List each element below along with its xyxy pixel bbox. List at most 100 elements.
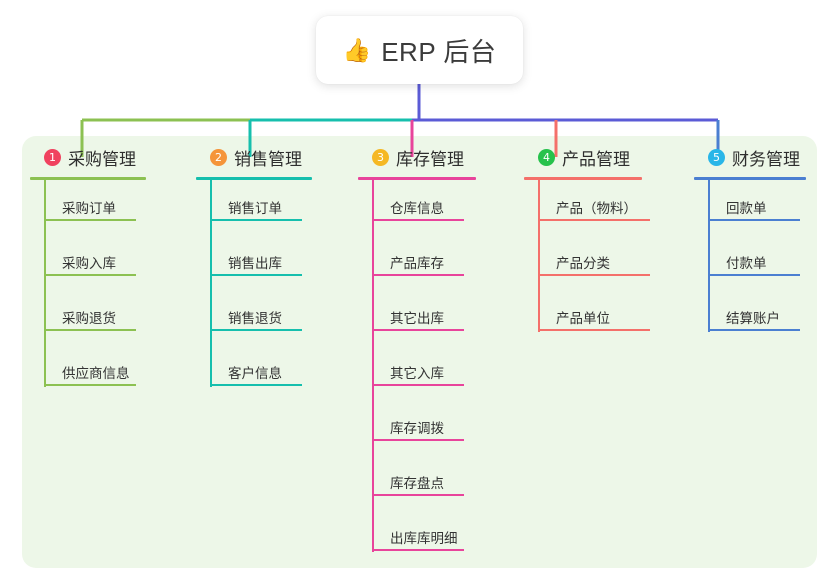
leaf-label: 客户信息: [228, 366, 282, 381]
thumbs-up-icon: 👍: [342, 36, 372, 63]
leaf-item[interactable]: 产品单位: [538, 290, 650, 345]
leaf-item[interactable]: 其它出库: [372, 290, 476, 345]
column-1: 1 采购管理采购订单采购入库采购退货供应商信息: [30, 144, 146, 400]
leaf-label: 库存调拨: [390, 421, 444, 436]
column-header-3[interactable]: 3 库存管理: [358, 144, 476, 170]
column-5: 5 财务管理回款单付款单结算账户: [694, 144, 806, 345]
leaf-item[interactable]: 库存调拨: [372, 400, 476, 455]
column-underline: [358, 177, 476, 180]
column-badge-icon: 4: [538, 148, 555, 166]
column-4: 4 产品管理产品（物料） 产品分类产品单位: [524, 144, 650, 345]
leaf-item[interactable]: 采购入库: [44, 235, 146, 290]
leaf-label: 其它出库: [390, 311, 444, 326]
leaf-label: 采购订单: [62, 201, 116, 216]
column-title: 库存管理: [396, 149, 464, 169]
leaf-spine: [44, 180, 46, 387]
column-badge-icon: 3: [372, 148, 389, 166]
leaf-underline: [372, 274, 464, 276]
leaf-underline: [210, 274, 302, 276]
leaf-item[interactable]: 库存盘点: [372, 455, 476, 510]
leaf-label: 产品（物料）: [556, 201, 637, 216]
column-header-2[interactable]: 2 销售管理: [196, 144, 312, 170]
leaf-label: 产品分类: [556, 256, 610, 271]
column-badge-icon: 2: [210, 148, 227, 166]
leaf-item[interactable]: 客户信息: [210, 345, 312, 400]
column-header-1[interactable]: 1 采购管理: [30, 144, 146, 170]
column-3: 3 库存管理仓库信息产品库存其它出库其它入库库存调拨库存盘点出库库明细: [358, 144, 476, 565]
leaf-label: 销售出库: [228, 256, 282, 271]
leaf-item[interactable]: 供应商信息: [44, 345, 146, 400]
leaf-underline: [708, 329, 800, 331]
leaf-item[interactable]: 采购订单: [44, 180, 146, 235]
leaf-item[interactable]: 产品库存: [372, 235, 476, 290]
leaf-underline: [44, 219, 136, 221]
column-header-5[interactable]: 5 财务管理: [694, 144, 806, 170]
leaf-underline: [708, 219, 800, 221]
root-node-card[interactable]: 👍 ERP 后台: [316, 16, 523, 84]
leaf-underline: [538, 274, 650, 276]
leaf-item[interactable]: 其它入库: [372, 345, 476, 400]
leaf-list: 采购订单采购入库采购退货供应商信息: [30, 180, 146, 400]
leaf-spine: [372, 180, 374, 552]
column-title: 财务管理: [732, 149, 800, 169]
leaf-underline: [372, 494, 464, 496]
leaf-item[interactable]: 付款单: [708, 235, 806, 290]
leaf-underline: [44, 274, 136, 276]
leaf-underline: [372, 384, 464, 386]
column-title: 采购管理: [68, 149, 136, 169]
root-title: ERP 后台: [381, 36, 497, 67]
leaf-label: 其它入库: [390, 366, 444, 381]
leaf-label: 供应商信息: [62, 366, 130, 381]
column-header-4[interactable]: 4 产品管理: [524, 144, 642, 170]
column-title: 产品管理: [562, 149, 630, 169]
column-underline: [694, 177, 806, 180]
leaf-spine: [708, 180, 710, 332]
leaf-label: 付款单: [726, 256, 767, 271]
leaf-underline: [210, 329, 302, 331]
leaf-label: 库存盘点: [390, 476, 444, 491]
leaf-item[interactable]: 销售出库: [210, 235, 312, 290]
leaf-item[interactable]: 结算账户: [708, 290, 806, 345]
leaf-spine: [210, 180, 212, 387]
column-badge-icon: 5: [708, 148, 725, 166]
leaf-spine: [538, 180, 540, 332]
leaf-underline: [538, 329, 650, 331]
leaf-list: 回款单付款单结算账户: [694, 180, 806, 345]
leaf-item[interactable]: 回款单: [708, 180, 806, 235]
leaf-item[interactable]: 采购退货: [44, 290, 146, 345]
leaf-underline: [210, 384, 302, 386]
leaf-list: 仓库信息产品库存其它出库其它入库库存调拨库存盘点出库库明细: [358, 180, 476, 565]
leaf-item[interactable]: 销售退货: [210, 290, 312, 345]
leaf-label: 结算账户: [726, 311, 780, 326]
leaf-item[interactable]: 出库库明细: [372, 510, 476, 565]
leaf-label: 回款单: [726, 201, 767, 216]
column-underline: [30, 177, 146, 180]
leaf-underline: [708, 274, 800, 276]
leaf-label: 仓库信息: [390, 201, 444, 216]
leaf-underline: [372, 219, 464, 221]
leaf-item[interactable]: 仓库信息: [372, 180, 476, 235]
leaf-item[interactable]: 产品分类: [538, 235, 650, 290]
leaf-underline: [372, 549, 464, 551]
column-underline: [524, 177, 642, 180]
leaf-label: 销售订单: [228, 201, 282, 216]
leaf-label: 产品库存: [390, 256, 444, 271]
leaf-label: 采购入库: [62, 256, 116, 271]
leaf-underline: [372, 329, 464, 331]
column-badge-icon: 1: [44, 148, 61, 166]
leaf-underline: [210, 219, 302, 221]
leaf-item[interactable]: 产品（物料）: [538, 180, 650, 235]
leaf-list: 产品（物料） 产品分类产品单位: [524, 180, 650, 345]
diagram-panel: [22, 136, 817, 568]
leaf-label: 出库库明细: [390, 531, 458, 546]
leaf-underline: [44, 329, 136, 331]
column-underline: [196, 177, 312, 180]
leaf-label: 产品单位: [556, 311, 610, 326]
leaf-label: 销售退货: [228, 311, 282, 326]
leaf-list: 销售订单销售出库销售退货客户信息: [196, 180, 312, 400]
leaf-underline: [372, 439, 464, 441]
leaf-label: 采购退货: [62, 311, 116, 326]
leaf-item[interactable]: 销售订单: [210, 180, 312, 235]
column-2: 2 销售管理销售订单销售出库销售退货客户信息: [196, 144, 312, 400]
column-title: 销售管理: [234, 149, 302, 169]
